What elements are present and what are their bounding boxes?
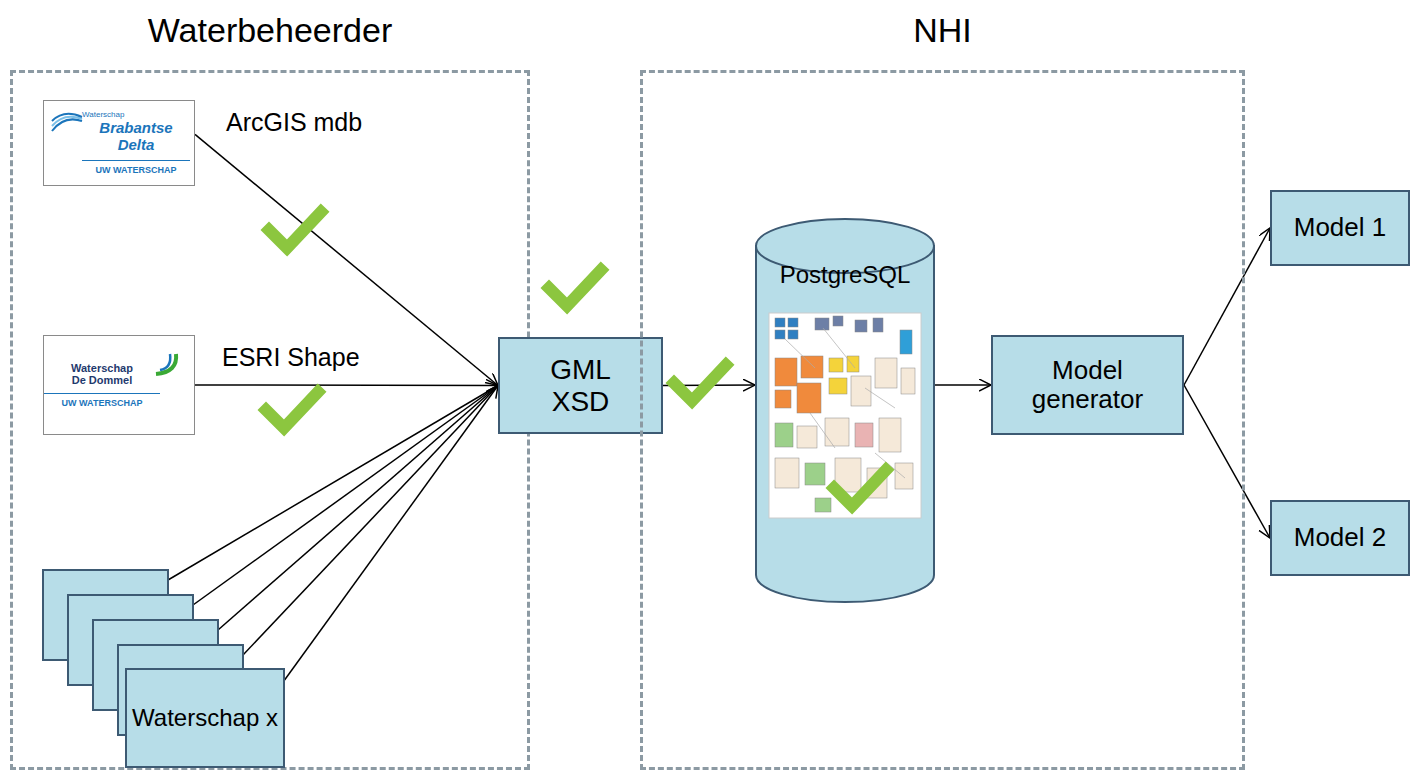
node-content: Model 2 [1272,502,1408,574]
connector-line [243,386,498,656]
checkmark [674,365,726,401]
database-cylinder: PostgreSQL [755,218,935,603]
process-box: Model generator [991,335,1184,435]
process-box: Waterschap x [125,668,284,768]
connector-arrow [285,386,498,681]
group-region: WaterbeheerderWaterschapBrabantse DeltaU… [10,70,530,770]
logo-mark [50,111,84,141]
logo-text: UW WATERSCHAP [44,393,160,408]
checkmark [834,470,886,506]
logo-box: Waterschap De Dommel UW WATERSCHAP [43,335,195,435]
group-region: NHIPostgreSQLModel generator [640,70,1245,770]
format-label: ESRI Shape [222,343,360,372]
connector-arrow [1184,385,1270,538]
node-content: WaterschapBrabantse Delta UW WATERSCHAP [44,101,194,185]
connector-line [168,386,498,581]
connector-arrow [663,384,755,386]
output-box: Model 1 [1270,190,1410,266]
connector-arrow [935,384,991,386]
checkmark [266,392,318,428]
box-label: Waterschap x [132,705,278,732]
group-heading: Waterbeheerder [0,11,567,49]
box-label: Model 2 [1294,523,1387,552]
box-label: GML XSD [541,354,621,417]
group-heading: NHI [603,11,1282,49]
schema-illustration [769,313,921,518]
connector-line [218,386,498,631]
node-content: Model 1 [1272,192,1408,264]
box-label: Model 1 [1294,213,1387,242]
connector-arrow [195,134,498,385]
node-content: Waterschap De Dommel UW WATERSCHAP [44,336,194,434]
node-content: GML XSD [500,339,661,432]
logo-box: WaterschapBrabantse Delta UW WATERSCHAP [43,100,195,186]
node-content: Model generator [993,337,1182,433]
logo-text: Brabantse Delta [82,120,190,154]
checkmark [269,212,321,248]
node-content: PostgreSQL [755,218,935,603]
logo-text: Waterschap [82,111,124,120]
logo-text: Waterschap De Dommel [63,362,141,387]
connector-arrow [1184,228,1270,385]
logo-text: UW WATERSCHAP [82,160,190,175]
node-content: Waterschap x [127,670,282,766]
logo-mark [152,348,186,378]
process-box: GML XSD [498,337,663,434]
checkmark [549,270,601,306]
connector-line [193,386,498,606]
format-label: ArcGIS mdb [226,108,362,137]
box-label: Model generator [993,356,1182,414]
connector-arrow [195,384,498,386]
output-box: Model 2 [1270,500,1410,576]
box-label: PostgreSQL [780,262,911,289]
